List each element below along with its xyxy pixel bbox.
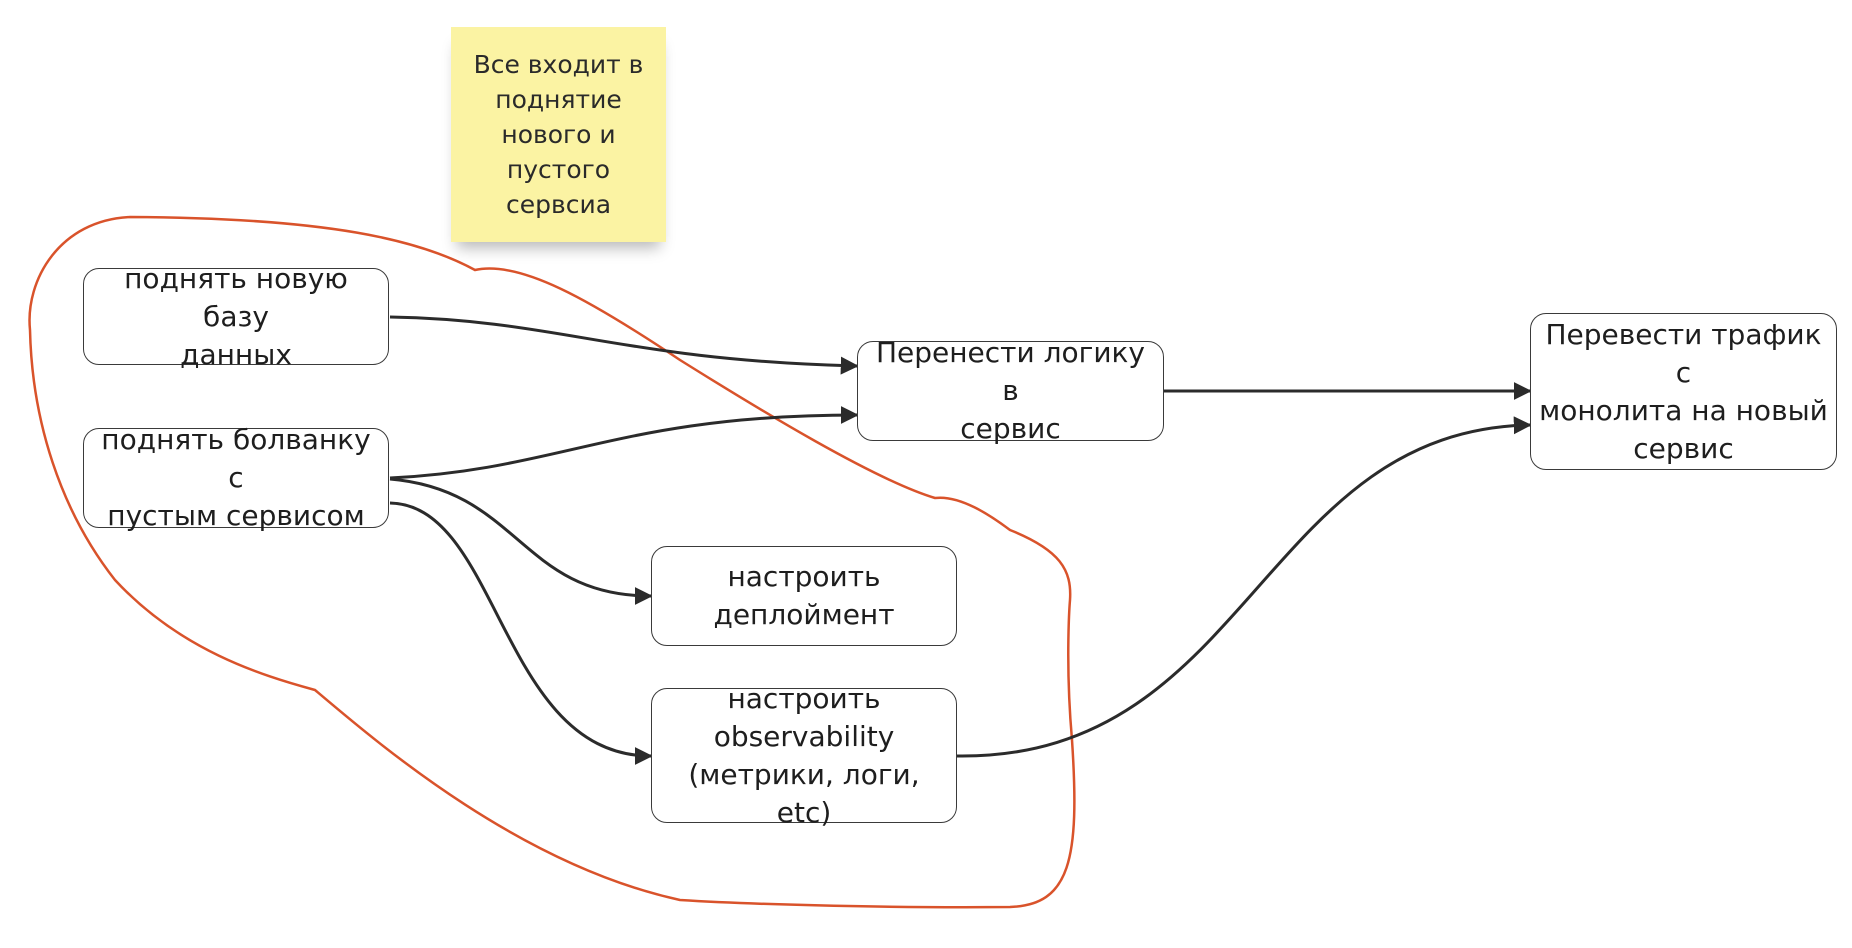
node-setup-observability[interactable]: настроить observability (метрики, логи, … bbox=[651, 682, 957, 829]
node-move-logic[interactable]: Перенести логику в сервис bbox=[857, 336, 1164, 445]
node-switch-traffic[interactable]: Перевести трафик с монолита на новый сер… bbox=[1530, 313, 1837, 470]
arrow-dummy-to-deploy bbox=[389, 477, 653, 605]
node-empty-service[interactable]: поднять болванку с пустым сервисом bbox=[83, 423, 389, 532]
node-setup-deployment[interactable]: настроить деплоймент bbox=[651, 546, 957, 646]
arrow-dummy-to-observability bbox=[389, 501, 653, 765]
arrow-db-to-logic bbox=[389, 315, 859, 375]
node-new-database[interactable]: поднять новую базу данных bbox=[83, 262, 389, 371]
arrow-observability-to-traffic bbox=[956, 416, 1532, 758]
arrow-dummy-to-logic bbox=[389, 406, 859, 480]
sticky-note[interactable]: Все входит в поднятие нового и пустого с… bbox=[451, 27, 666, 242]
grouping-lasso bbox=[28, 215, 1076, 909]
